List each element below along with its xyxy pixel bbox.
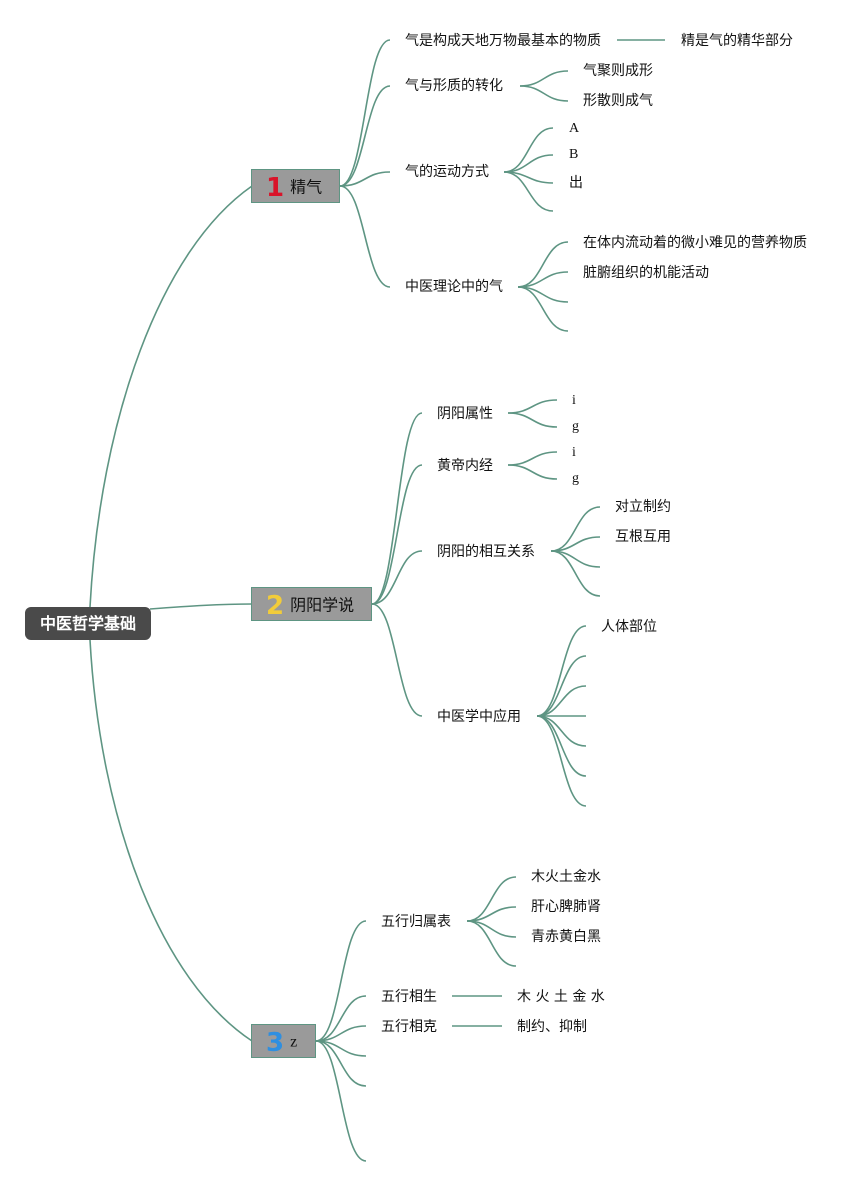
connector-line	[536, 715, 587, 747]
connector-line	[371, 603, 423, 717]
connector-line	[507, 464, 558, 480]
connector-line	[339, 85, 391, 187]
connector-line	[507, 399, 558, 414]
leaf-3-1-1[interactable]: 木火土金水	[531, 869, 601, 885]
leaf-1-2-2[interactable]: 形散则成气	[583, 93, 653, 109]
branch-label-2: 阴阳学说	[290, 595, 355, 615]
topic-2-2[interactable]: 黄帝内经	[437, 458, 493, 474]
topic-2-4[interactable]: 中医学中应用	[437, 709, 521, 725]
number-badge-2: 2	[266, 590, 285, 621]
leaf-2-3-1[interactable]: 对立制约	[615, 499, 671, 515]
leaf-2-3-2[interactable]: 互根互用	[615, 529, 671, 545]
topic-3-1[interactable]: 五行归属表	[381, 914, 451, 930]
connector-line	[371, 464, 423, 605]
connector-line	[466, 876, 517, 922]
connector-line	[371, 550, 423, 605]
leaf-1-4-2[interactable]: 脏腑组织的机能活动	[583, 265, 709, 281]
topic-2-1[interactable]: 阴阳属性	[437, 406, 493, 422]
connector-line	[550, 506, 601, 552]
connector-line	[536, 625, 587, 717]
connector-line	[503, 171, 554, 212]
connector-line	[315, 995, 367, 1042]
connector-line	[517, 241, 569, 288]
connector-line	[517, 286, 569, 332]
connector-line	[89, 185, 253, 608]
topic-1-4[interactable]: 中医理论中的气	[405, 279, 503, 295]
topic-3-2[interactable]: 五行相生	[381, 989, 437, 1005]
leaf-1-3-2[interactable]: B	[569, 147, 579, 162]
connector-line	[315, 1040, 367, 1087]
topic-1-1[interactable]: 气是构成天地万物最基本的物质	[405, 33, 601, 49]
branch-label-1: 精气	[290, 177, 323, 197]
leaf-1-2-1[interactable]: 气聚则成形	[583, 63, 653, 79]
leaf-3-1-3[interactable]: 青赤黄白黑	[531, 929, 601, 945]
leaf-3-1-2[interactable]: 肝心脾肺肾	[531, 899, 601, 915]
connector-line	[149, 603, 253, 610]
connector-line	[339, 185, 391, 288]
topic-2-3[interactable]: 阴阳的相互关系	[437, 544, 535, 560]
connector-line	[536, 715, 587, 777]
connector-line	[466, 920, 517, 967]
connector-line	[507, 451, 558, 466]
connector-line	[339, 171, 391, 187]
connector-line	[315, 920, 367, 1042]
leaf-1-1-1[interactable]: 精是气的精华部分	[681, 33, 793, 49]
topic-1-2[interactable]: 气与形质的转化	[405, 78, 503, 94]
connector-line	[503, 154, 554, 173]
leaf-2-4-1[interactable]: 人体部位	[601, 619, 657, 635]
connector-line	[315, 1040, 367, 1162]
leaf-2-1-2[interactable]: g	[572, 419, 579, 434]
leaf-2-2-1[interactable]: i	[572, 445, 576, 460]
connector-line	[550, 550, 601, 597]
connector-line	[519, 70, 569, 87]
number-badge-3: 3	[266, 1027, 285, 1058]
leaf-1-3-3[interactable]: 出	[569, 175, 583, 191]
leaf-1-3-1[interactable]: A	[569, 121, 580, 136]
leaf-2-2-2[interactable]: g	[572, 471, 579, 486]
connector-line	[371, 412, 423, 605]
connector-line	[536, 685, 587, 717]
connector-line	[536, 655, 587, 717]
branch-label-3: z	[290, 1033, 298, 1051]
topic-1-3[interactable]: 气的运动方式	[405, 164, 489, 180]
connector-line	[507, 412, 558, 428]
connector-line	[89, 639, 253, 1042]
connector-line	[519, 85, 569, 102]
connector-line	[503, 127, 554, 173]
connector-line	[536, 715, 587, 807]
leaf-1-4-1[interactable]: 在体内流动着的微小难见的营养物质	[583, 235, 807, 251]
leaf-2-1-1[interactable]: i	[572, 393, 576, 408]
number-badge-1: 1	[266, 172, 285, 203]
leaf-3-2-1[interactable]: 木 火 土 金 水	[517, 989, 605, 1005]
connector-line	[339, 39, 391, 187]
topic-3-3[interactable]: 五行相克	[381, 1019, 437, 1035]
root-node[interactable]: 中医哲学基础	[25, 607, 151, 640]
leaf-3-3-1[interactable]: 制约、抑制	[517, 1019, 587, 1035]
